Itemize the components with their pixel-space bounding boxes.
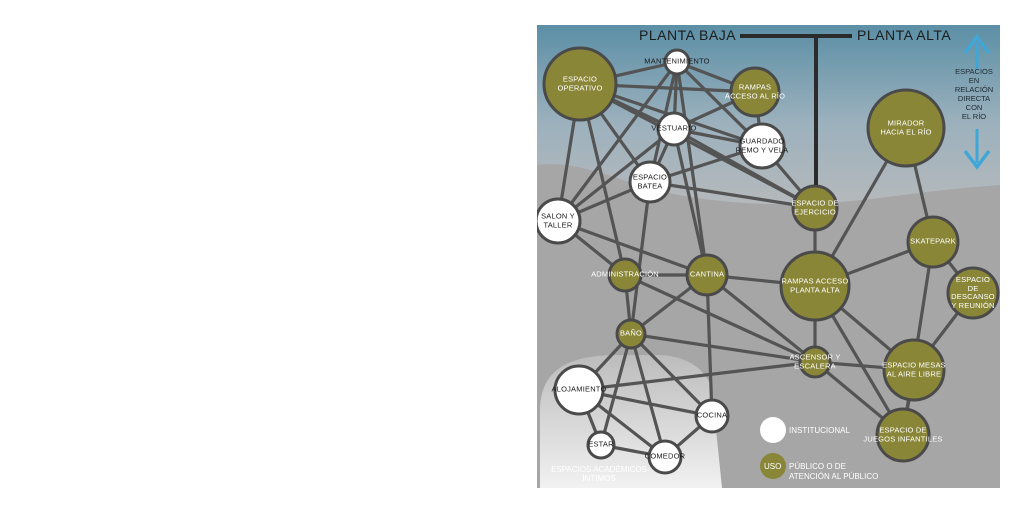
floor-label-ground: PLANTA BAJA xyxy=(639,27,737,43)
river-relation-note: ESPACIOS EN RELACIÓN DIRECTA CON EL RÍO xyxy=(954,67,994,121)
edge-vestuario-ejercicio xyxy=(673,127,816,210)
floor-label-upper: PLANTA ALTA xyxy=(857,27,952,43)
edge-ascensor-alojamiento xyxy=(578,360,816,392)
node-label-ascensor: ASCENSOR Y ESCALERA xyxy=(789,352,841,370)
edge-bano-comedor xyxy=(629,333,667,458)
legend-public-sample: USO xyxy=(764,462,782,471)
node-label-cantina: CANTINA xyxy=(689,269,725,279)
edge-bano-cocina xyxy=(629,332,714,418)
edge-administracion-ascensor xyxy=(624,273,816,364)
edge-batea-ejercicio xyxy=(649,180,816,210)
node-label-rampas_rio: RAMPAS ACCESO AL RÍO xyxy=(724,82,786,100)
edge-bano-estar xyxy=(599,333,633,446)
node-label-comedor: COMEDOR xyxy=(644,451,686,461)
edge-vestuario-cantina xyxy=(672,128,709,276)
edge-cantina-ascensor xyxy=(705,273,817,364)
legend-institutional-sample: USO xyxy=(764,426,782,435)
node-label-skatepark: SKATEPARK xyxy=(910,236,956,246)
node-label-alojamiento: ALOJAMIENTO xyxy=(551,384,607,394)
node-batea xyxy=(628,160,672,204)
edge-vestuario-salon xyxy=(557,127,675,223)
edge-mantenimiento-salon xyxy=(556,61,679,222)
node-guardado xyxy=(738,122,786,170)
node-cantina xyxy=(685,253,729,297)
node-mirador xyxy=(866,88,946,168)
node-estar xyxy=(586,430,616,460)
node-label-ejercicio: ESPACIO DE EJERCICIO xyxy=(791,198,839,216)
node-label-descanso: ESPACIO DE DESCANSO Y REUNIÓN xyxy=(951,274,995,310)
node-cocina xyxy=(694,398,730,434)
node-ascensor xyxy=(798,345,832,379)
node-vestuario xyxy=(656,111,692,147)
node-label-guardado: GUARDADO REMO Y VELA xyxy=(735,136,789,154)
node-label-juegos: ESPACIO DE JUEGOS INFANTILES xyxy=(863,425,943,443)
node-alojamiento xyxy=(553,364,605,416)
node-juegos xyxy=(875,407,931,463)
diagram-canvas xyxy=(537,25,1000,488)
node-label-operativo: ESPACIO OPERATIVO xyxy=(557,74,603,92)
node-administracion xyxy=(607,257,643,293)
node-rampas_rio xyxy=(729,66,781,118)
node-label-estar: ESTAR xyxy=(588,439,614,449)
node-ejercicio xyxy=(791,184,839,232)
node-skatepark xyxy=(906,215,960,269)
edge-bano-ascensor xyxy=(630,332,816,364)
node-mantenimiento xyxy=(663,48,691,76)
double-arrow-icon xyxy=(963,34,991,170)
node-label-salon: SALON Y TALLER xyxy=(541,211,575,229)
nodes-layer xyxy=(537,46,1000,475)
legend-public-swatch xyxy=(760,453,786,479)
edge-salon-cantina xyxy=(557,219,708,277)
node-operativo xyxy=(542,46,618,122)
legend-institutional-swatch xyxy=(760,417,786,443)
node-label-cocina: COCINA xyxy=(696,410,728,420)
academic-zone-label: ESPACIOS ACADÉMICOS ÍNTIMOS xyxy=(551,465,647,484)
node-label-vestuario: VESTUARIO xyxy=(651,123,697,133)
node-mesas xyxy=(882,338,946,402)
node-descanso xyxy=(946,266,1000,320)
node-comedor xyxy=(647,439,683,475)
node-label-rampas_alta: RAMPAS ACCESO PLANTA ALTA xyxy=(781,276,849,294)
node-label-bano: BAÑO xyxy=(619,328,643,338)
node-label-mesas: ESPACIO MESAS AL AIRE LIBRE xyxy=(882,360,946,378)
edge-batea-bano xyxy=(629,181,652,335)
node-label-mantenimiento: MANTENIMIENTO xyxy=(644,56,710,66)
node-label-administracion: ADMINISTRACIÓN xyxy=(591,269,659,279)
node-rampas_alta xyxy=(779,250,851,322)
node-bano xyxy=(615,318,647,350)
node-label-batea: ESPACIO BATEA xyxy=(632,172,668,190)
legend-institutional-label: INSTITUCIONAL xyxy=(789,426,850,435)
node-salon xyxy=(537,197,582,245)
node-label-mirador: MIRADOR HACIA EL RÍO xyxy=(880,118,932,136)
relationship-diagram: ESPACIO OPERATIVO MANTENIMIENTO RAMPAS ACC… xyxy=(537,25,1000,488)
legend-public-label: PÚBLICO O DE ATENCIÓN AL PÚBLICO xyxy=(789,462,879,481)
